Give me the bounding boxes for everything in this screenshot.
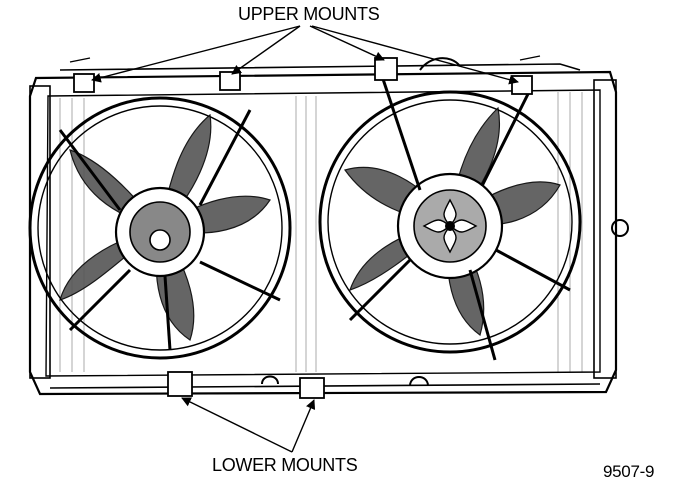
right-fan [318,69,582,361]
left-fan-shroud-ring [28,96,292,360]
upper-mounts-label: UPPER MOUNTS [238,4,380,24]
upper-mounts-leaders [91,25,519,85]
left-fan [28,96,292,360]
right-fan-shroud-ring [318,90,582,354]
figure-id: 9507-9 [603,462,655,481]
lower-mounts-leaders [181,397,316,453]
lower-mount-tabs [167,371,325,399]
lower-mounts-label: LOWER MOUNTS [212,455,358,475]
